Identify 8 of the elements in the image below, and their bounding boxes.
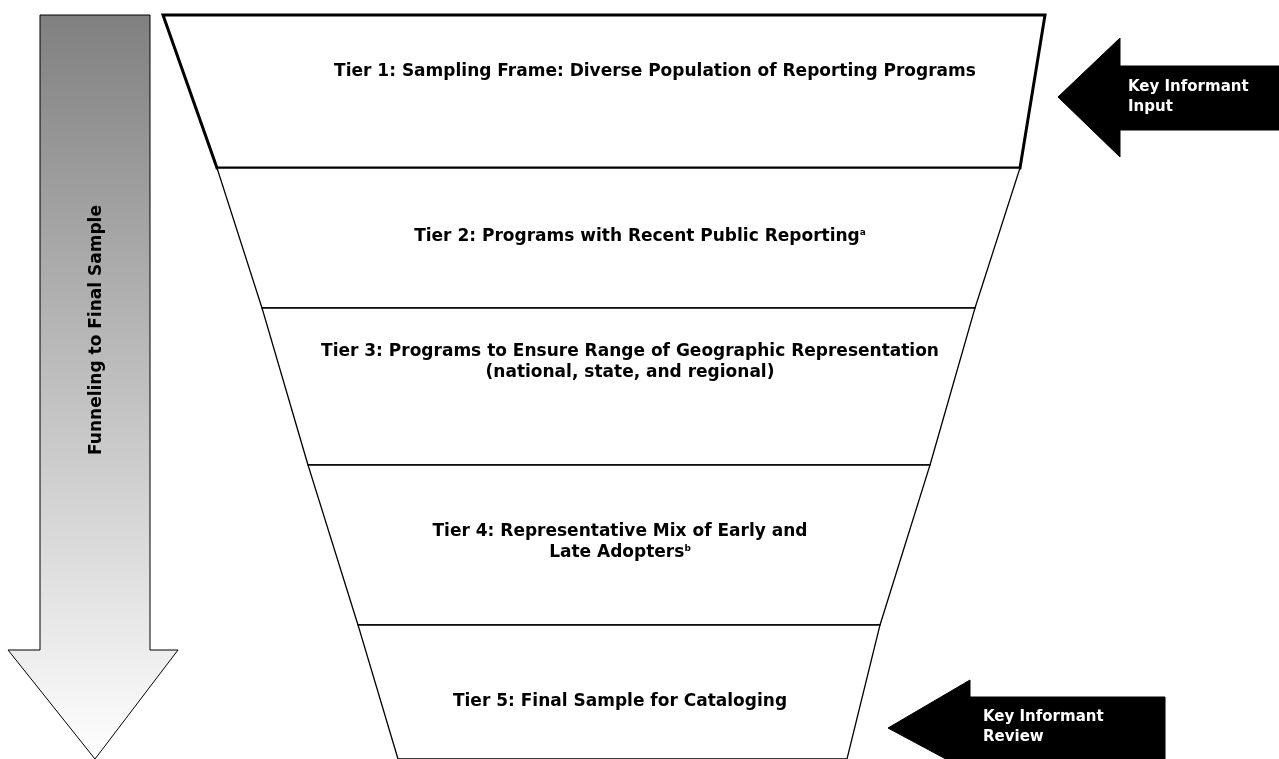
tier-label: Tier 3: Programs to Ensure Range of Geographic Representation (national, state, and regional) — [320, 340, 940, 382]
tier-label: Tier 2: Programs with Recent Public Reporting$^{a}$ — [413, 225, 867, 246]
arrow-label: Key Informant Review — [983, 706, 1105, 746]
tier-label: Tier 1: Sampling Frame: Diverse Population of Reporting Programs — [333, 60, 977, 81]
arrow-label: Key Informant Input — [1128, 76, 1250, 116]
funnel-label: Funneling to Final Sample — [84, 205, 106, 455]
tier-label: Tier 4: Representative Mix of Early and Late Adopters$^{b}$ — [431, 520, 809, 562]
tier-label: Tier 5: Final Sample for Cataloging — [451, 690, 789, 711]
